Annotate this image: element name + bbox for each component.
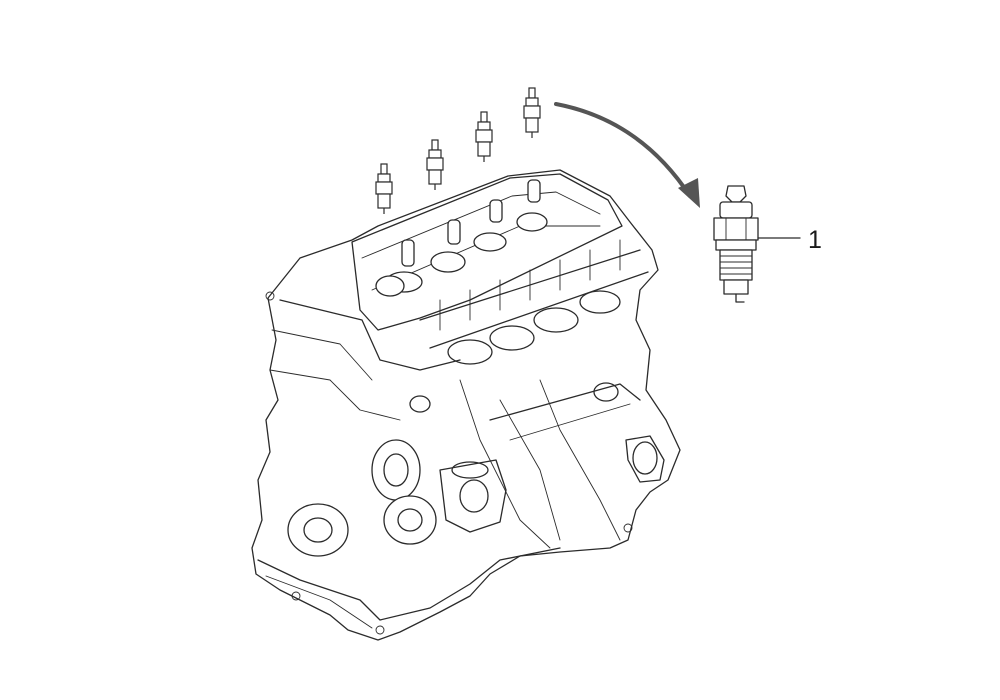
spark-plug-3 bbox=[475, 111, 493, 162]
manifold-ribs bbox=[419, 239, 649, 349]
timing-cover bbox=[287, 395, 437, 557]
thermostat-housing bbox=[439, 459, 507, 533]
engine-outline bbox=[251, 169, 681, 641]
removal-arrow bbox=[554, 102, 700, 208]
engine-block bbox=[251, 169, 681, 641]
spark-plug-detail bbox=[713, 185, 801, 303]
installed-spark-plugs bbox=[375, 87, 541, 214]
spark-plug-2 bbox=[426, 139, 444, 190]
spark-plug-4 bbox=[523, 87, 541, 138]
spark-plug-1 bbox=[375, 163, 393, 214]
valve-cover bbox=[351, 173, 623, 331]
callout-number: 1 bbox=[808, 226, 822, 254]
oil-pan bbox=[257, 547, 561, 621]
plug-wells bbox=[375, 179, 548, 297]
crank-end bbox=[593, 382, 665, 483]
exhaust-ports bbox=[447, 290, 621, 365]
